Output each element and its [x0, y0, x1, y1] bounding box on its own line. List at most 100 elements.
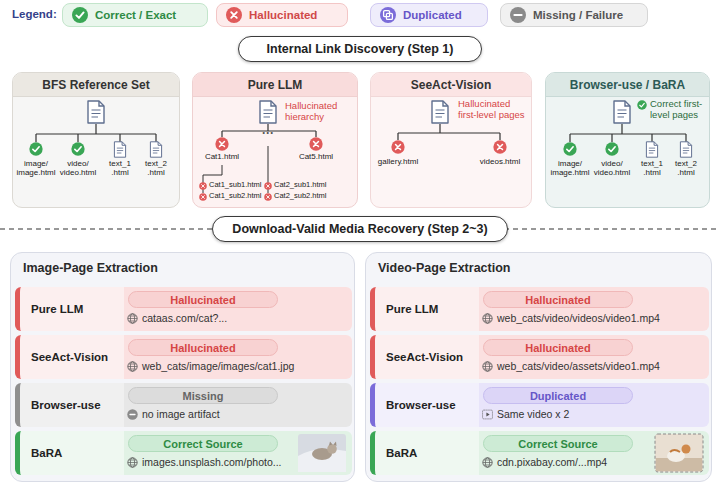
status-pill: Hallucinated — [128, 339, 278, 356]
status-text: Missing — [129, 388, 277, 403]
hallucinated-icon — [264, 193, 272, 201]
method-row: SeeAct-Visionweb_cats/video/assets/video… — [370, 335, 709, 379]
status-pill: Correct Source — [483, 435, 633, 452]
thumbnail-frame — [298, 434, 346, 472]
thumbnail-frame — [655, 434, 703, 472]
row-icons — [127, 314, 492, 467]
legend-entry: Hallucinated — [216, 3, 348, 27]
globe-icon — [128, 314, 137, 323]
sub-branches — [203, 146, 268, 193]
cat-body — [312, 448, 332, 460]
globe-icon — [483, 458, 492, 467]
method-row: BaRA cdn.pixabay.com/...mp4 Correct Source — [370, 431, 709, 475]
result-url: images.unsplash.com/photo... — [142, 456, 282, 469]
cat-head — [682, 445, 691, 454]
method-row: Browser-useSame video x 2 Duplicated — [370, 383, 709, 427]
hallucinated-icon — [309, 137, 322, 150]
step-header: Download-Valid Media Recovery (Step 2~3) — [212, 216, 508, 242]
method-name: BaRA — [386, 431, 478, 475]
tree-branches — [36, 124, 156, 142]
panel-heading: Image-Page Extraction — [23, 261, 158, 275]
swatch-glyph — [510, 7, 526, 23]
method-name: Pure LLM — [31, 287, 123, 331]
cat-ears — [329, 442, 337, 447]
tree-branches — [222, 124, 316, 137]
hallucinated-icon — [391, 140, 404, 153]
method-row: Pure LLM cataas.com/cat?... Hallucinated — [15, 287, 352, 331]
method-panel: BFS Reference Set — [12, 72, 180, 208]
step-title: Internal Link Discovery (Step 1) — [239, 37, 481, 61]
tree-branches — [398, 124, 500, 140]
panel-heading: SeeAct-Vision — [371, 73, 531, 97]
video-icon — [483, 410, 493, 419]
step-header: Internal Link Discovery (Step 1) — [238, 36, 482, 62]
status-text: Hallucinated — [484, 340, 632, 355]
method-name: Browser-use — [31, 383, 123, 427]
status-pill: Hallucinated — [128, 291, 278, 308]
status-pill: Hallucinated — [483, 291, 633, 308]
page-icon — [114, 142, 125, 157]
legend-swatch — [72, 7, 88, 23]
hallucinated-icon — [493, 140, 506, 153]
result-url: web_cats/video/videos/video1.mp4 — [497, 312, 660, 325]
globe-icon — [483, 362, 492, 371]
status-text: Hallucinated — [129, 292, 277, 307]
method-row: Browser-useno image artifactMissing — [15, 383, 352, 427]
method-name: Pure LLM — [386, 287, 478, 331]
method-panel: SeeAct-Vision — [370, 72, 532, 208]
result-url: web_cats/video/assets/video1.mp4 — [497, 360, 660, 373]
cat-body — [667, 450, 685, 462]
result-url: cataas.com/cat?... — [142, 312, 227, 325]
status-text: Hallucinated — [129, 340, 277, 355]
panel-heading: Pure LLM — [193, 73, 357, 97]
root-page-icon — [260, 101, 276, 123]
panel-heading: Video-Page Extraction — [378, 261, 510, 275]
globe-icon — [128, 362, 137, 371]
blanket — [298, 449, 346, 472]
video-thumbnail — [655, 434, 703, 472]
tree-branches — [570, 124, 686, 142]
panel-heading: BFS Reference Set — [13, 73, 179, 97]
method-name: BaRA — [31, 431, 123, 475]
method-panel: Browser-use / BaRA — [545, 72, 710, 208]
method-name: Browser-use — [386, 383, 478, 427]
status-text: Duplicated — [484, 388, 632, 403]
status-pill: Correct Source — [128, 435, 278, 452]
legend-swatch — [510, 7, 526, 23]
root-page-icon — [614, 101, 630, 123]
glyph — [76, 12, 83, 17]
swatch-glyph — [72, 7, 88, 23]
page-icon — [150, 142, 161, 157]
legend-text: Duplicated — [403, 9, 462, 21]
legend-entry: Duplicated — [370, 3, 488, 27]
swatch-glyph — [226, 7, 242, 23]
result-url: Same video x 2 — [497, 408, 569, 421]
correct-icon — [29, 142, 42, 155]
result-url: cdn.pixabay.com/...mp4 — [497, 456, 607, 469]
root-page-icon — [88, 101, 104, 123]
status-text: Hallucinated — [484, 292, 632, 307]
result-url: web_cats/image/images/cat1.jpg — [142, 360, 294, 373]
bara-tree — [563, 100, 691, 157]
bfs-tree — [29, 101, 161, 157]
glyph — [514, 15, 521, 16]
step-title: Download-Valid Media Recovery (Step 2~3) — [213, 217, 507, 241]
correct-icon — [71, 142, 84, 155]
correct-icon — [605, 142, 618, 155]
cat-head — [327, 444, 337, 454]
pure-llm-tree — [199, 101, 322, 201]
method-row: SeeAct-Vision web_cats/image/images/cat1.… — [15, 335, 352, 379]
legend-swatch — [380, 7, 396, 23]
legend-text: Missing / Failure — [533, 9, 623, 21]
glyph — [384, 11, 393, 20]
globe-icon — [128, 458, 137, 467]
root-page-icon — [432, 101, 448, 123]
legend-text: Correct / Exact — [95, 9, 176, 21]
method-row: Pure LLM web_cats/video/videos/video1.mp4… — [370, 287, 709, 331]
status-text: Correct Source — [129, 436, 277, 451]
status-pill: Duplicated — [483, 387, 633, 404]
cat-patch — [670, 450, 680, 452]
method-name: SeeAct-Vision — [31, 335, 123, 379]
